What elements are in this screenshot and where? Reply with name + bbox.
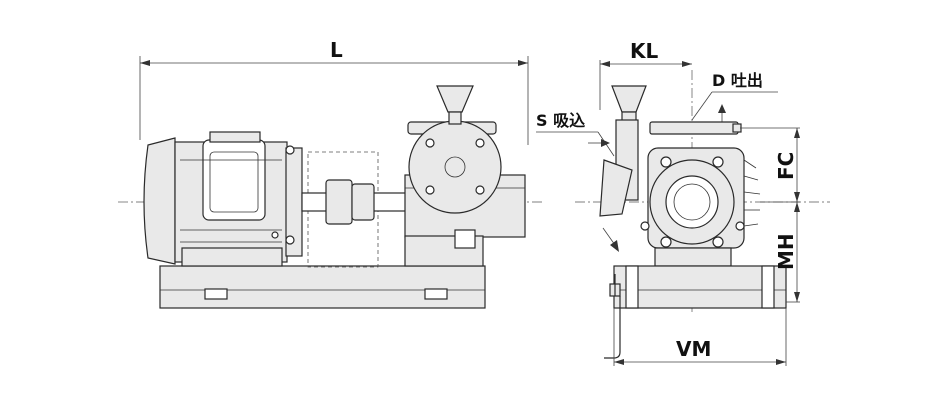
side-bolt-4 bbox=[712, 236, 724, 248]
front-view: L bbox=[118, 38, 545, 309]
casing-bolt-bl bbox=[425, 185, 435, 195]
casing-bolt-tl bbox=[425, 138, 435, 148]
common-base bbox=[159, 265, 486, 309]
side-base bbox=[613, 265, 787, 309]
dim-MH-label: MH bbox=[774, 233, 798, 270]
funnel-stem bbox=[448, 111, 462, 125]
drain-arrow-shaft bbox=[602, 227, 616, 246]
side-bolt-3 bbox=[660, 236, 672, 248]
discharge-leader bbox=[691, 91, 713, 121]
discharge-flange bbox=[649, 121, 739, 135]
dim-MH-arrow-top bbox=[794, 202, 800, 212]
dim-FC-label: FC bbox=[774, 152, 798, 180]
terminal-box-inner bbox=[209, 151, 259, 213]
side-bolt-6 bbox=[735, 221, 745, 231]
casing-bolt-tr bbox=[475, 138, 485, 148]
side-pedestal bbox=[654, 247, 732, 267]
side-view: KL D 吐出 S 吸込 bbox=[536, 39, 830, 366]
motor-fan-cover bbox=[143, 137, 176, 265]
suction-cover bbox=[599, 159, 633, 217]
dim-L-arrow-right bbox=[518, 60, 528, 66]
side-priming-funnel bbox=[611, 85, 647, 113]
dim-KL-label: KL bbox=[630, 39, 658, 63]
discharge-arrow-head bbox=[718, 104, 726, 113]
base-pad-right bbox=[424, 288, 448, 300]
coupling-right bbox=[351, 183, 375, 221]
priming-funnel bbox=[436, 85, 474, 113]
side-bolt-1 bbox=[660, 156, 672, 168]
dim-MH-arrow-bottom bbox=[794, 292, 800, 302]
side-casing-bore bbox=[673, 183, 711, 221]
suction-arrow-head bbox=[601, 139, 610, 147]
suction-label: S 吸込 bbox=[536, 111, 585, 130]
side-fin-5 bbox=[743, 223, 759, 227]
dim-KL-arrow-right bbox=[682, 61, 692, 67]
dim-L-label: L bbox=[330, 38, 343, 62]
casing-bolt-br bbox=[475, 185, 485, 195]
motor-bolt-2 bbox=[285, 235, 295, 245]
side-bolt-5 bbox=[640, 221, 650, 231]
dim-VM-label: VM bbox=[676, 337, 711, 361]
dim-FC-arrow-bottom bbox=[794, 192, 800, 202]
dim-VM-arrow-left bbox=[614, 359, 624, 365]
dim-L-arrow-left bbox=[140, 60, 150, 66]
pump-suction-bore bbox=[444, 156, 466, 178]
motor-bolt-1 bbox=[285, 145, 295, 155]
pump-drain bbox=[454, 229, 476, 249]
base-pad-left bbox=[204, 288, 228, 300]
side-fin-2 bbox=[743, 175, 759, 181]
side-fin-1 bbox=[743, 159, 757, 169]
terminal-box-top bbox=[209, 131, 261, 143]
coupling-left bbox=[325, 179, 353, 225]
side-fin-3 bbox=[743, 191, 761, 195]
motor-bolt-3 bbox=[271, 231, 279, 239]
pump-casing bbox=[408, 120, 502, 214]
side-base-pad-right bbox=[761, 265, 775, 309]
side-base-pad-left bbox=[625, 265, 639, 309]
discharge-flange-bolt bbox=[732, 123, 742, 133]
side-bolt-2 bbox=[712, 156, 724, 168]
motor-foot bbox=[181, 247, 283, 267]
drain-arrow-head bbox=[610, 240, 619, 252]
discharge-label: D 吐出 bbox=[712, 71, 763, 90]
dim-KL-arrow-left bbox=[600, 61, 610, 67]
dim-FC-arrow-top bbox=[794, 128, 800, 138]
dim-VM-arrow-right bbox=[776, 359, 786, 365]
